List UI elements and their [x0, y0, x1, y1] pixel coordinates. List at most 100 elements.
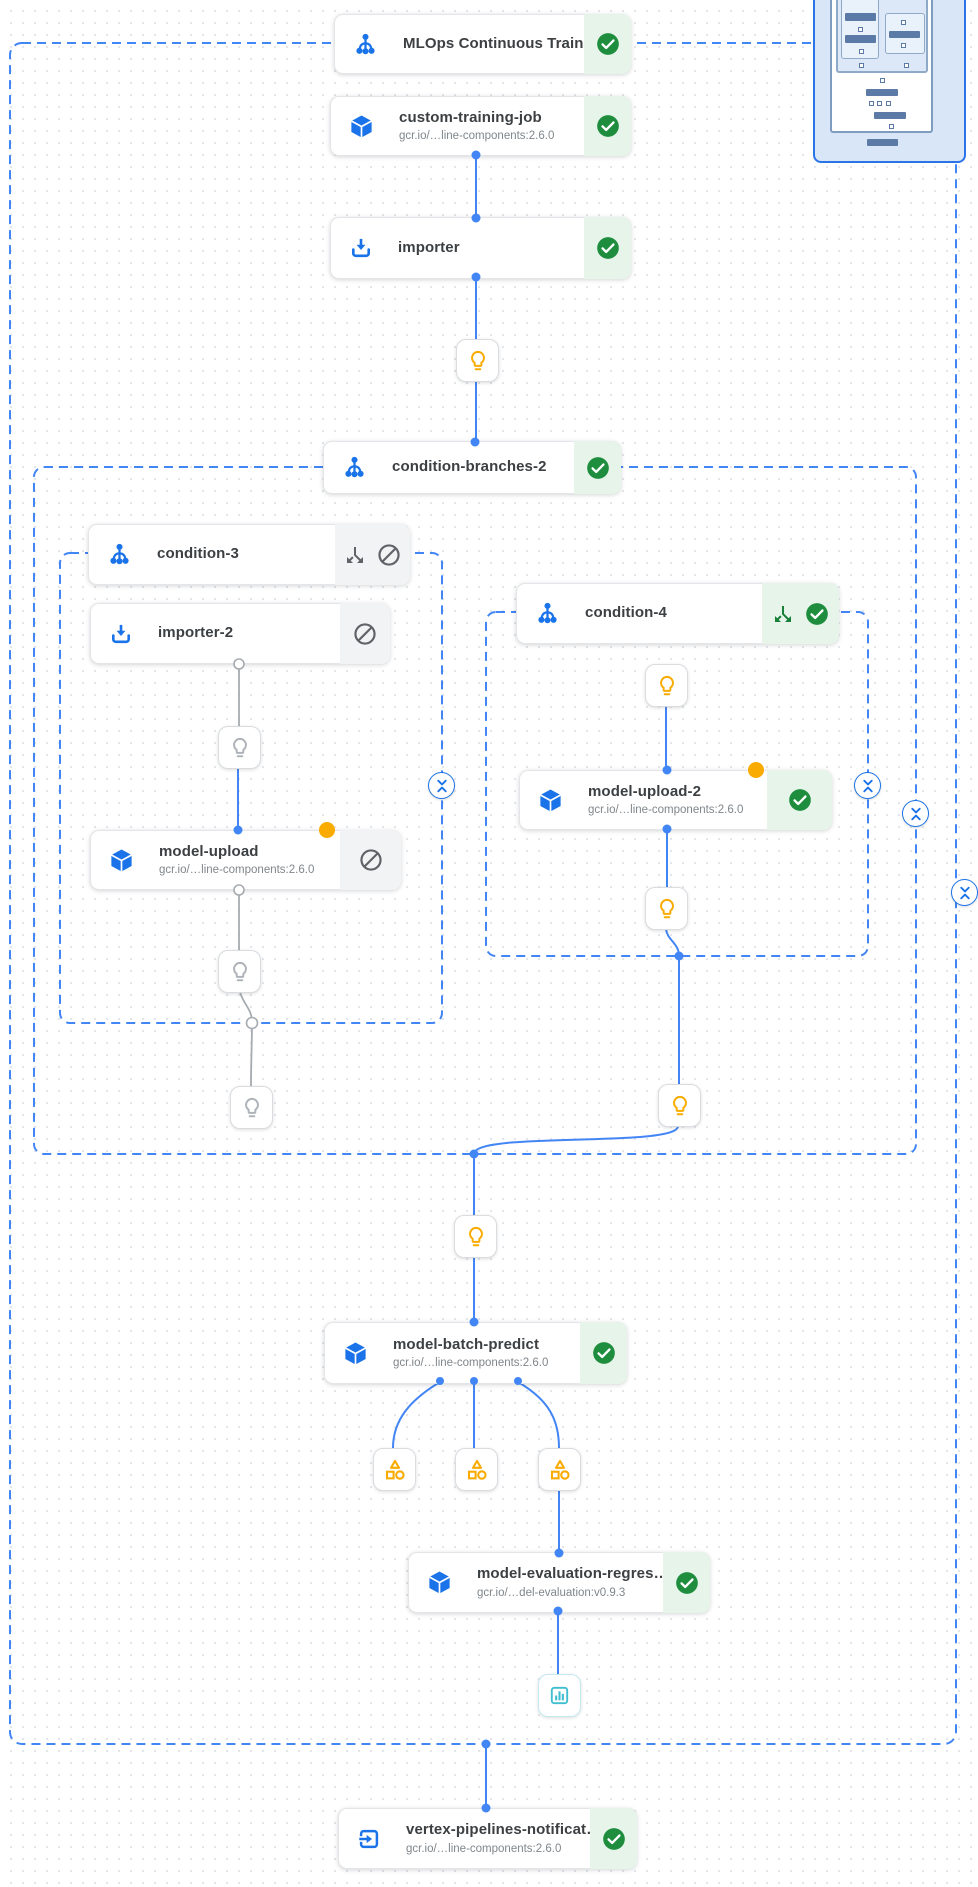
status-succeeded-badge: [584, 96, 631, 156]
node-title: condition-4: [585, 604, 667, 622]
minimap-artifact-square: [901, 43, 906, 48]
artifact-lightbulb[interactable]: [645, 887, 688, 930]
minimap-artifact-square: [859, 49, 864, 54]
collapse-pipeline-root-button[interactable]: [951, 879, 978, 906]
node-vertex-pipelines-notification[interactable]: vertex-pipelines-notificat… gcr.io/…line…: [338, 1808, 637, 1869]
category-icon: [550, 1459, 570, 1480]
node-title: condition-3: [157, 545, 239, 563]
node-model-upload-2[interactable]: model-upload-2 gcr.io/…line-components:2…: [519, 770, 832, 830]
blocked-icon: [378, 543, 400, 566]
category-icon: [385, 1459, 405, 1480]
minimap-artifact-square: [858, 27, 863, 32]
minimap[interactable]: [813, 0, 966, 163]
branch-icon: [341, 454, 368, 481]
node-title: importer-2: [158, 624, 234, 642]
collapse-condition-branches-2-button[interactable]: [902, 800, 929, 827]
lightbulb-icon: [470, 350, 485, 370]
node-title: model-upload-2: [588, 782, 702, 800]
branch-icon: [352, 31, 379, 58]
lightbulb-icon: [659, 898, 674, 918]
artifact-lightbulb-skipped[interactable]: [230, 1086, 273, 1129]
node-importer[interactable]: importer: [330, 217, 631, 279]
collapse-condition-4-button[interactable]: [854, 772, 881, 799]
check-circle-icon: [675, 1571, 698, 1594]
exit-to-app-icon: [356, 1826, 382, 1852]
artifact-lightbulb[interactable]: [645, 664, 688, 707]
node-title: importer: [398, 238, 460, 256]
artifact-lightbulb[interactable]: [454, 1215, 497, 1258]
check-circle-icon: [596, 237, 619, 259]
status-succeeded-badge: [767, 770, 832, 830]
lightbulb-icon: [659, 675, 674, 695]
node-subtitle: gcr.io/…line-components:2.6.0: [393, 1357, 549, 1370]
node-title: model-batch-predict: [393, 1335, 540, 1353]
lightbulb-icon: [672, 1095, 687, 1115]
minimap-artifact-square: [869, 101, 874, 106]
check-circle-icon: [592, 1342, 615, 1364]
status-succeeded-badge: [663, 1552, 710, 1613]
minimap-artifact-square: [886, 101, 891, 106]
artifact-lightbulb[interactable]: [658, 1084, 701, 1127]
status-succeeded-badge: [590, 1808, 637, 1869]
artifact-evaluation-chart[interactable]: [538, 1674, 581, 1717]
lightbulb-icon: [232, 737, 247, 757]
artifact-lightbulb-skipped[interactable]: [218, 950, 261, 993]
node-condition-branches-2[interactable]: condition-branches-2: [323, 441, 621, 494]
status-succeeded-badge: [762, 583, 839, 644]
artifact-metrics[interactable]: [538, 1448, 581, 1491]
check-circle-icon: [586, 456, 609, 479]
status-succeeded-badge: [584, 217, 631, 279]
status-skipped-badge: [335, 524, 410, 585]
cube-icon: [426, 1569, 453, 1596]
node-title: model-upload: [159, 842, 259, 860]
node-title: custom-training-job: [399, 108, 542, 126]
cube-icon: [537, 787, 564, 814]
unfold-less-icon: [862, 779, 873, 792]
minimap-artifact-square: [889, 124, 894, 129]
unfold-less-icon: [910, 807, 921, 820]
node-custom-training-job[interactable]: custom-training-job gcr.io/…line-compone…: [330, 96, 631, 156]
minimap-artifact-square: [859, 63, 864, 68]
minimap-node-bar: [874, 112, 906, 119]
node-subtitle: gcr.io/…line-components:2.6.0: [399, 130, 555, 143]
status-succeeded-badge: [574, 441, 621, 494]
check-circle-icon: [788, 789, 811, 811]
status-succeeded-badge: [580, 1322, 627, 1384]
minimap-node-bar: [845, 35, 876, 43]
cube-icon: [348, 113, 375, 140]
minimap-artifact-square: [877, 101, 882, 106]
node-mlops-continuous-training[interactable]: MLOps Continuous Traini…: [334, 14, 631, 74]
artifact-lightbulb[interactable]: [456, 339, 499, 382]
node-subtitle: gcr.io/…del-evaluation:v0.9.3: [477, 1586, 626, 1599]
split-arrows-icon: [347, 546, 363, 563]
lightbulb-icon: [468, 1226, 483, 1246]
node-subtitle: gcr.io/…line-components:2.6.0: [406, 1842, 562, 1855]
node-condition-3[interactable]: condition-3: [88, 524, 410, 585]
status-succeeded-badge: [584, 14, 631, 74]
artifact-metrics[interactable]: [373, 1448, 416, 1491]
artifact-lightbulb-skipped[interactable]: [218, 726, 261, 769]
node-condition-4[interactable]: condition-4: [516, 583, 839, 644]
node-subtitle: gcr.io/…line-components:2.6.0: [588, 804, 744, 817]
split-arrows-icon: [775, 605, 791, 622]
node-title: MLOps Continuous Traini…: [403, 34, 603, 52]
check-circle-icon: [806, 602, 828, 625]
branch-icon: [534, 600, 561, 627]
minimap-artifact-square: [904, 63, 909, 68]
node-title: model-evaluation-regres…: [477, 1565, 669, 1583]
node-model-batch-predict[interactable]: model-batch-predict gcr.io/…line-compone…: [324, 1322, 627, 1384]
status-skipped-badge: [340, 603, 390, 664]
artifact-metrics[interactable]: [455, 1448, 498, 1491]
node-importer-2[interactable]: importer-2: [90, 603, 390, 664]
node-model-upload[interactable]: model-upload gcr.io/…line-components:2.6…: [90, 830, 401, 890]
bar-chart-icon: [550, 1686, 569, 1705]
unfold-less-icon: [959, 886, 970, 899]
node-subtitle: gcr.io/…line-components:2.6.0: [159, 864, 315, 877]
minimap-node-bar: [845, 13, 876, 21]
cube-icon: [108, 847, 135, 874]
node-model-evaluation-regression[interactable]: model-evaluation-regres… gcr.io/…del-eva…: [408, 1552, 710, 1613]
download-icon: [348, 235, 374, 261]
collapse-condition-3-button[interactable]: [428, 772, 455, 799]
blocked-icon: [359, 849, 382, 871]
